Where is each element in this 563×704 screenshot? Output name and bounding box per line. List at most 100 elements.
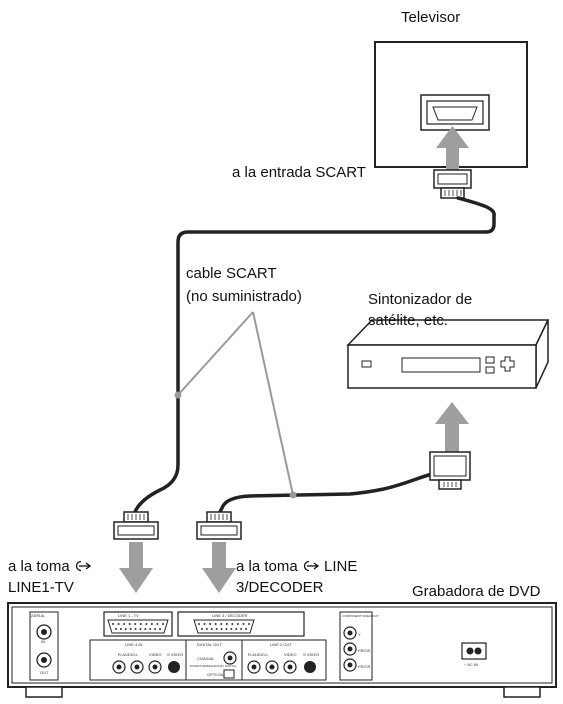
svideo-jack bbox=[168, 661, 180, 673]
socket-pin bbox=[220, 623, 223, 625]
scart-input-label: a la entrada SCART bbox=[232, 164, 366, 181]
socket-pin bbox=[225, 623, 228, 625]
rca-jack-center bbox=[347, 662, 353, 668]
satellite-tuner bbox=[346, 319, 550, 389]
panel-line2-svideo: S VIDEO bbox=[303, 652, 319, 657]
rca-jack-center bbox=[269, 664, 275, 670]
line1-socket-pins bbox=[112, 623, 164, 630]
socket-pin bbox=[154, 628, 157, 630]
line3-socket-pins bbox=[198, 623, 250, 630]
arrow-to-satellite bbox=[435, 402, 469, 452]
panel-line3: LINE 3 / DECODER bbox=[212, 613, 248, 618]
socket-pin bbox=[119, 628, 122, 630]
rca-jack-center bbox=[347, 646, 353, 652]
scart-cable-satellite bbox=[218, 472, 434, 514]
panel-optical: OPTICAL bbox=[207, 672, 225, 677]
panel-line2: LINE 2 OUT bbox=[270, 642, 292, 647]
socket-pin bbox=[235, 628, 238, 630]
satellite-label-1: Sintonizador de bbox=[368, 291, 473, 308]
socket-pin bbox=[115, 628, 117, 630]
recorder-label: Grabadora de DVD bbox=[412, 583, 541, 600]
socket-pin bbox=[215, 628, 218, 630]
panel-pr: PR/CR bbox=[358, 664, 371, 669]
scart-input-icon bbox=[303, 560, 319, 572]
svideo-jack bbox=[304, 661, 316, 673]
arrow-to-tv bbox=[436, 126, 469, 172]
arrow-to-line1 bbox=[119, 542, 153, 593]
socket-pin bbox=[129, 628, 132, 630]
socket-pin bbox=[139, 623, 142, 625]
socket-pin bbox=[245, 628, 247, 630]
arrow-to-line3 bbox=[202, 542, 236, 593]
socket-pin bbox=[201, 628, 203, 630]
socket-pin bbox=[242, 623, 245, 625]
line4-jacks bbox=[112, 660, 180, 674]
socket-pin bbox=[225, 628, 228, 630]
tv-label: Televisor bbox=[401, 9, 461, 26]
panel-digital: DIGITAL OUT bbox=[197, 642, 222, 647]
panel-line1: LINE 1 - TV bbox=[118, 613, 139, 618]
rca-jack-center bbox=[347, 630, 353, 636]
rca-jack-center bbox=[251, 664, 257, 670]
line3-mid: LINE bbox=[324, 558, 358, 575]
socket-pin bbox=[144, 628, 147, 630]
socket-pin bbox=[162, 623, 164, 625]
rca-jack-center bbox=[116, 664, 122, 670]
tv-scart-plug bbox=[433, 169, 472, 199]
line1-label-2: LINE1-TV bbox=[8, 579, 74, 596]
socket-pin bbox=[150, 623, 153, 625]
line1-scart-plug bbox=[113, 511, 159, 540]
cable-label-1: cable SCART bbox=[186, 265, 277, 282]
pointer-dot-2 bbox=[289, 491, 297, 499]
socket-pin bbox=[220, 628, 223, 630]
socket-pin bbox=[123, 623, 126, 625]
rca-jack-center bbox=[287, 664, 293, 670]
socket-pin bbox=[230, 628, 233, 630]
line3-scart-plug bbox=[196, 511, 242, 540]
socket-pin bbox=[231, 623, 234, 625]
rca-jack-center bbox=[152, 664, 158, 670]
socket-pin bbox=[112, 623, 114, 625]
socket-pin bbox=[117, 623, 120, 625]
socket-pin bbox=[198, 623, 200, 625]
socket-pin bbox=[248, 623, 250, 625]
socket-pin bbox=[210, 628, 213, 630]
satellite-label-2: satélite, etc. bbox=[368, 312, 449, 329]
panel-aerial: AERIAL bbox=[31, 613, 46, 618]
socket-pin bbox=[240, 628, 243, 630]
socket-pin bbox=[149, 628, 152, 630]
panel-component: COMPONENT VIDEO OUT bbox=[342, 614, 379, 618]
panel-line2-audio: R-AUDIO-L bbox=[248, 652, 269, 657]
socket-pin bbox=[203, 623, 206, 625]
panel-y: Y bbox=[358, 632, 361, 637]
panel-coaxial: COAXIAL bbox=[197, 656, 215, 661]
socket-pin bbox=[139, 628, 142, 630]
satellite-scart-plug bbox=[429, 451, 471, 490]
panel-in: IN bbox=[41, 639, 45, 644]
panel-line4-svideo: S VIDEO bbox=[167, 652, 183, 657]
panel-pb: PB/CB bbox=[358, 648, 370, 653]
socket-pin bbox=[134, 623, 137, 625]
component-jacks bbox=[343, 626, 357, 672]
line1-label-1: a la toma bbox=[8, 557, 92, 576]
socket-pin bbox=[209, 623, 212, 625]
socket-pin bbox=[145, 623, 148, 625]
socket-pin bbox=[236, 623, 239, 625]
line1-prefix: a la toma bbox=[8, 558, 70, 575]
line2-jacks bbox=[247, 660, 316, 674]
rca-jack-center bbox=[134, 664, 140, 670]
panel-line4-audio: R-AUDIO-L bbox=[118, 652, 139, 657]
socket-pin bbox=[124, 628, 127, 630]
cable-pointer-lines bbox=[177, 311, 294, 496]
socket-pin bbox=[156, 623, 159, 625]
pointer-dot-1 bbox=[174, 391, 182, 399]
panel-line4: LINE 4 IN bbox=[125, 642, 142, 647]
panel-line2-video: VIDEO bbox=[284, 652, 296, 657]
scart-input-icon bbox=[75, 560, 91, 572]
line3-label-2: 3/DECODER bbox=[236, 579, 324, 596]
socket-pin bbox=[214, 623, 217, 625]
dvd-recorder: AERIAL IN OUT LINE 1 - TV LINE 3 / DECOD… bbox=[7, 602, 557, 698]
socket-pin bbox=[128, 623, 131, 625]
panel-line4-video: VIDEO bbox=[149, 652, 161, 657]
